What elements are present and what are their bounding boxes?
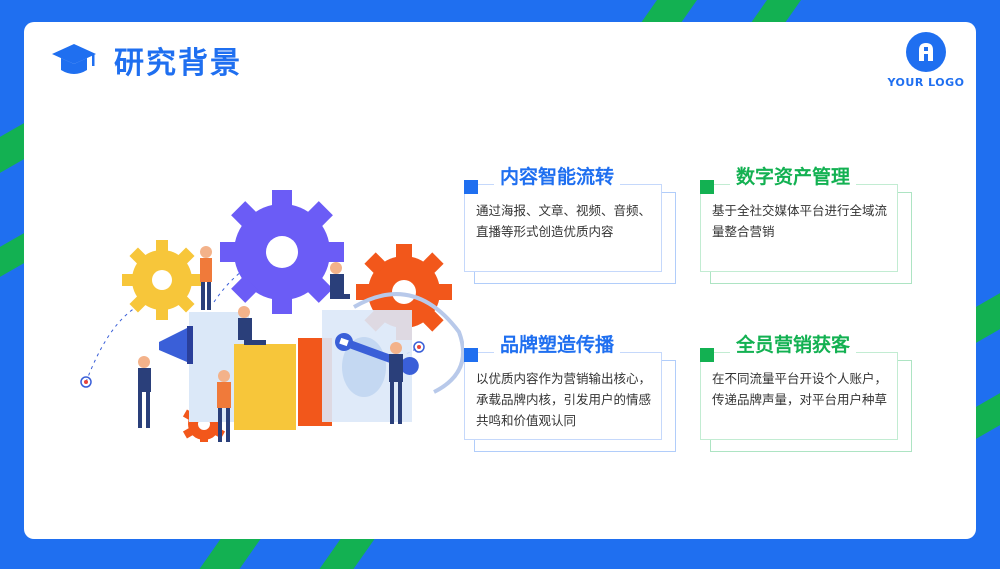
feature-box bbox=[700, 352, 898, 440]
feature-title: 数字资产管理 bbox=[730, 162, 857, 189]
stripe-bottom-green bbox=[199, 539, 261, 569]
feature-marker-icon bbox=[700, 348, 714, 362]
feature-desc: 基于全社交媒体平台进行全域流量整合营销 bbox=[712, 203, 888, 239]
feature-desc: 在不同流量平台开设个人账户，传递品牌声量，对平台用户种草 bbox=[712, 371, 888, 407]
graduation-cap-icon bbox=[52, 40, 96, 84]
page-title: 研究背景 bbox=[114, 46, 242, 81]
content-card: 研究背景 YOUR LOGO bbox=[24, 22, 976, 539]
stripe-bottom-green bbox=[319, 539, 375, 569]
feature-title: 全员营销获客 bbox=[730, 330, 857, 357]
teamwork-gears-illustration bbox=[80, 190, 464, 442]
feature-marker-icon bbox=[700, 180, 714, 194]
logo-mark-icon bbox=[906, 32, 946, 72]
stripe-left-green bbox=[0, 123, 24, 173]
feature-desc: 以优质内容作为营销输出核心，承载品牌内核，引发用户的情感共鸣和价值观认同 bbox=[476, 371, 652, 428]
stripe-left-green bbox=[0, 233, 24, 277]
feature-desc: 通过海报、文章、视频、音频、直播等形式创造优质内容 bbox=[476, 203, 652, 239]
feature-box bbox=[464, 352, 662, 440]
feature-box bbox=[464, 184, 662, 272]
feature-title: 品牌塑造传播 bbox=[494, 330, 621, 357]
feature-marker-icon bbox=[464, 348, 478, 362]
feature-marker-icon bbox=[464, 180, 478, 194]
logo: YOUR LOGO bbox=[884, 32, 968, 89]
stripe-right-green bbox=[976, 393, 1000, 439]
feature-title: 内容智能流转 bbox=[494, 162, 621, 189]
stripe-right-green bbox=[976, 293, 1000, 343]
logo-text: YOUR LOGO bbox=[887, 76, 965, 89]
